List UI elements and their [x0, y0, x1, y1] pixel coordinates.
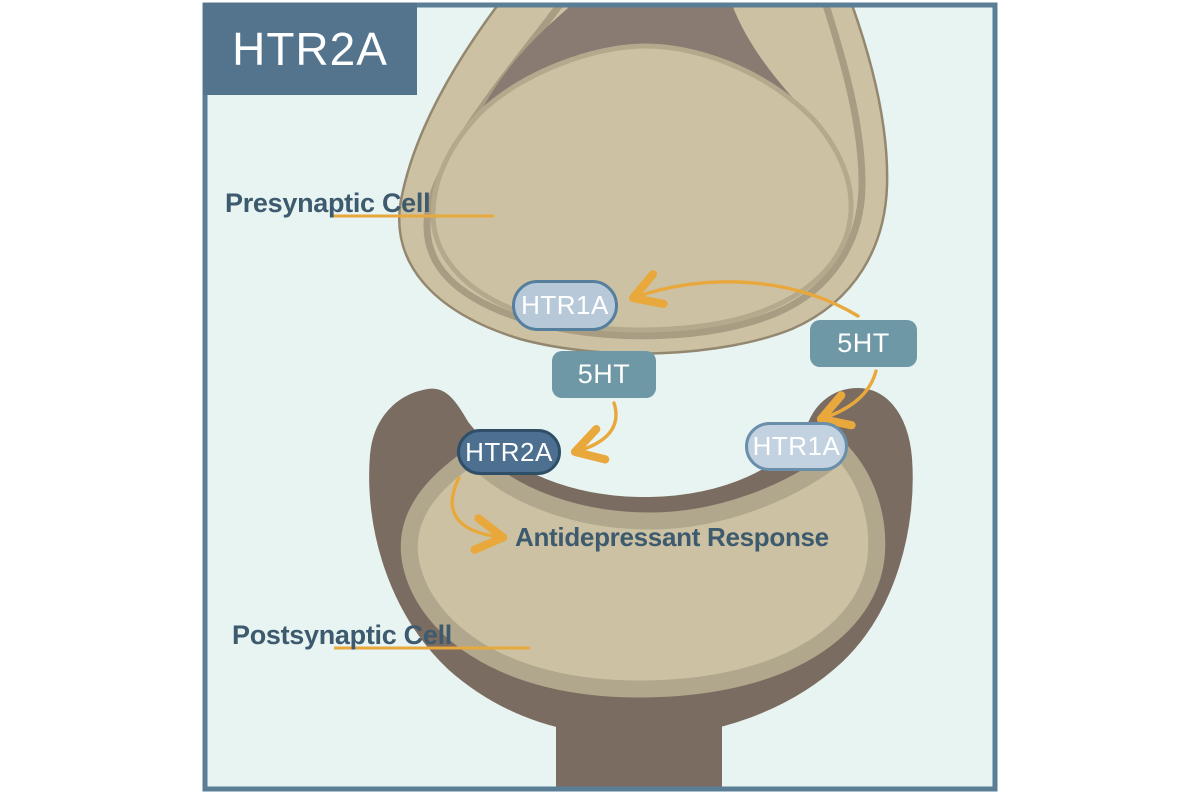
presynaptic-cell-interior-dark: [480, 5, 814, 120]
presynaptic-cell-interior-fill: [430, 43, 854, 333]
arrow-5ht-to-htr1a-postsynaptic: [816, 369, 878, 430]
postsynaptic-cell-interior-fill: [400, 443, 886, 698]
presynaptic-cell-label: Presynaptic Cell: [225, 188, 431, 218]
receptor-label: HTR1A: [521, 290, 609, 320]
ligand-label: 5HT: [837, 328, 890, 358]
ligand-5ht-right: 5HT: [810, 320, 917, 367]
receptor-htr1a-postsynaptic: HTR1A: [745, 422, 848, 471]
receptor-htr1a-presynaptic: HTR1A: [512, 280, 618, 331]
postsynaptic-cell: [369, 388, 913, 789]
presynaptic-cell: [398, 5, 889, 355]
ligand-5ht-center: 5HT: [552, 351, 656, 398]
arrow-5ht-to-htr2a: [570, 401, 618, 464]
arrow-htr2a-to-response: [450, 476, 508, 554]
ligand-label: 5HT: [577, 359, 631, 389]
diagram-title: HTR2A: [232, 23, 388, 75]
antidepressant-response-label: Antidepressant Response: [515, 522, 829, 552]
diagram-title-box: HTR2A: [203, 3, 417, 95]
receptor-label: HTR1A: [752, 431, 841, 461]
diagram-panel-border: [202, 2, 998, 792]
postsynaptic-cell-label: Postsynaptic Cell: [232, 620, 452, 650]
arrow-5ht-to-htr1a-presynaptic: [628, 270, 860, 318]
receptor-label: HTR2A: [465, 436, 553, 467]
receptor-htr2a-postsynaptic: HTR2A: [457, 429, 561, 475]
